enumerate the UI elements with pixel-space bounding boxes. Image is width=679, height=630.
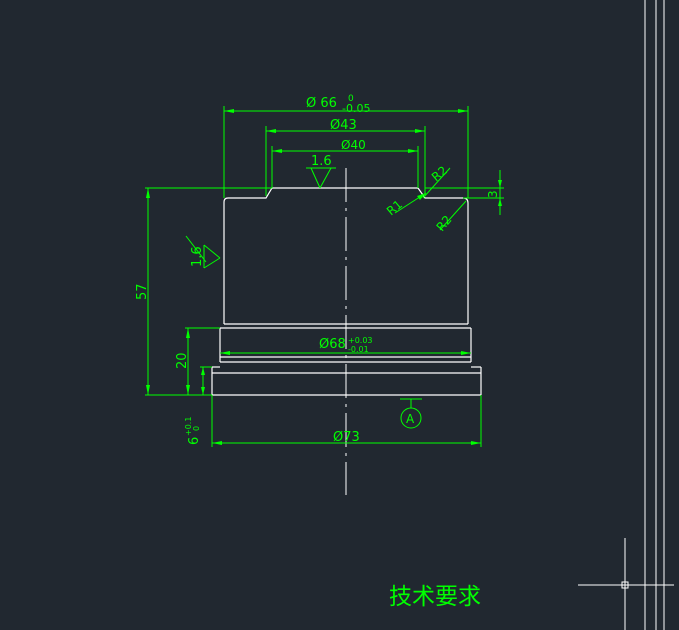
dimension-lines (145, 106, 504, 447)
dim-height-6: 6 (187, 437, 202, 445)
dim-height-57: 57 (135, 283, 150, 300)
roughness-top-value: 1.6 (311, 154, 332, 169)
datum-symbol-icon (400, 407, 422, 429)
dim-diameter-40: Ø40 (341, 138, 366, 152)
dim-diameter-73: Ø73 (333, 430, 360, 445)
dim-diameter-66-tol-lower: -0.05 (342, 102, 370, 115)
dim-diameter-68-tol-upper: +0.03 (348, 336, 373, 345)
roughness-side-value: 1.6 (190, 246, 205, 267)
roughness-symbol-side-icon (185, 235, 221, 269)
crosshair-cursor-icon (578, 538, 674, 630)
dim-diameter-43: Ø43 (330, 118, 357, 133)
dim-diameter-66-tol-upper: 0 (348, 94, 354, 104)
dim-diameter-66: Ø 66 (306, 96, 337, 111)
technical-requirements-title: 技术要求 (389, 584, 481, 610)
dim-height-20: 20 (175, 352, 190, 369)
dim-diameter-68-tol-lower: -0.01 (348, 345, 369, 354)
dim-height-6-tol-lower: 0 (192, 426, 201, 431)
roughness-symbol-top-icon (306, 167, 336, 189)
dim-diameter-68: Ø68 (319, 337, 346, 352)
datum-label: A (406, 412, 415, 426)
dimension-arrows (146, 109, 502, 445)
dim-height-3: 3 (486, 190, 500, 198)
drawing-frame (644, 0, 665, 630)
part-outline (211, 187, 482, 396)
dim-height-6-tol-upper: +0.1 (184, 417, 193, 436)
